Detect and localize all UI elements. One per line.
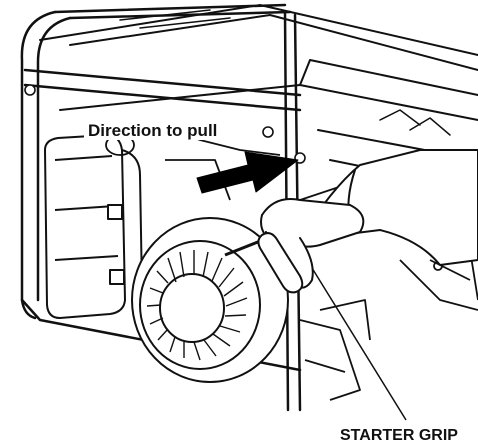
starter-grip-leader-line xyxy=(311,267,407,421)
air-cleaner xyxy=(44,134,143,319)
direction-label: Direction to pull xyxy=(88,121,217,140)
starter-grip-label: STARTER GRIP xyxy=(340,427,458,444)
starter-vents xyxy=(146,250,248,361)
starter-grip-handle xyxy=(257,232,304,294)
direction-arrow xyxy=(196,151,299,194)
direction-label-bg xyxy=(84,118,262,140)
bolts xyxy=(24,84,306,164)
